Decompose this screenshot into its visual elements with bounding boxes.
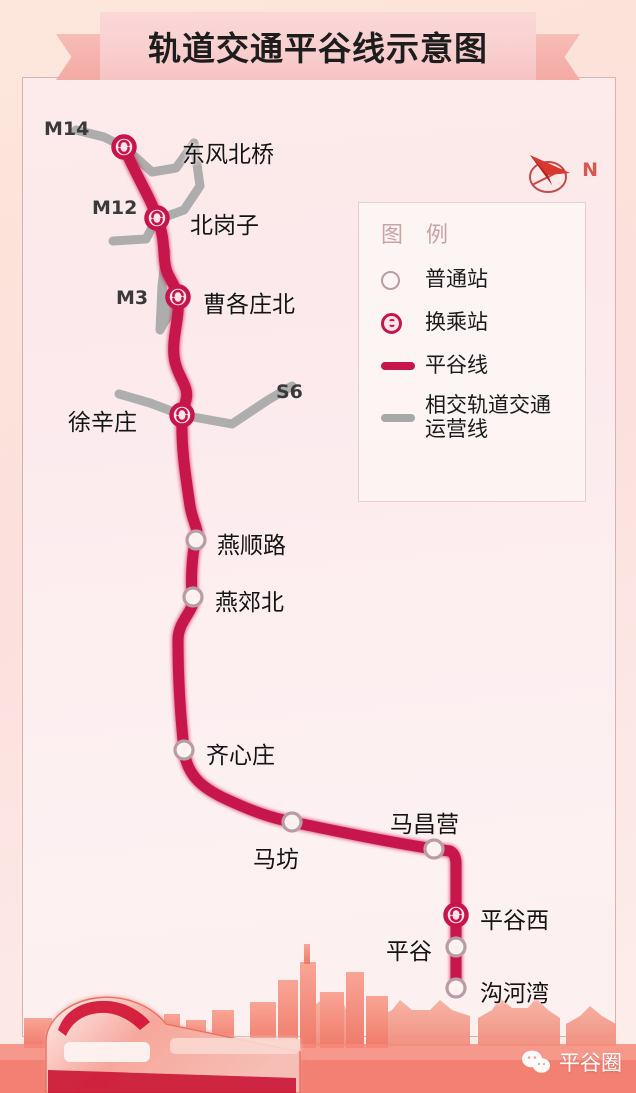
station-marker[interactable] bbox=[445, 936, 467, 958]
interchange-line-code: S6 bbox=[276, 381, 303, 403]
station-label: 曹各庄北 bbox=[203, 292, 295, 318]
station-marker[interactable] bbox=[144, 205, 170, 231]
page-title: 轨道交通平谷线示意图 bbox=[148, 29, 488, 68]
station-label: 平谷 bbox=[386, 939, 432, 965]
interchange-line-code: M14 bbox=[44, 118, 90, 140]
pinggu-line-swatch bbox=[381, 362, 425, 370]
legend-label-pinggu-line: 平谷线 bbox=[425, 353, 488, 378]
station-label: 马坊 bbox=[253, 847, 299, 873]
line-m14-south-path bbox=[157, 138, 205, 223]
compass-north-arrow-icon bbox=[529, 155, 570, 193]
station-marker[interactable] bbox=[445, 977, 467, 999]
legend-label-transfer-station: 换乘站 bbox=[425, 310, 488, 335]
line-s6-path bbox=[114, 381, 297, 429]
banner-body: 轨道交通平谷线示意图 bbox=[100, 12, 536, 80]
station-label: 齐心庄 bbox=[206, 743, 275, 769]
legend-item-transfer-station: 换乘站 bbox=[381, 308, 585, 338]
station-label: 燕顺路 bbox=[217, 533, 286, 559]
station-marker[interactable] bbox=[443, 902, 469, 928]
compass-north-label: N bbox=[582, 159, 598, 181]
train-illustration bbox=[45, 996, 301, 1093]
legend-heading: 图 例 bbox=[381, 223, 456, 248]
station-label: 马昌营 bbox=[390, 812, 459, 838]
legend-label-plain-station: 普通站 bbox=[425, 267, 488, 292]
legend-item-intersecting-line: 相交轨道交通 运营线 bbox=[381, 393, 585, 441]
station-label: 平谷西 bbox=[480, 908, 549, 934]
watermark: 平谷圈 bbox=[521, 1047, 622, 1077]
legend-box: 图 例 普通站 换乘站 平谷线 相交轨道交通 运营线 bbox=[358, 202, 586, 502]
station-label: 燕郊北 bbox=[215, 590, 284, 616]
legend-item-pinggu-line: 平谷线 bbox=[381, 351, 585, 381]
station-marker[interactable] bbox=[185, 529, 207, 551]
compass-rose: N bbox=[518, 143, 598, 199]
station-label: 沟河湾 bbox=[480, 981, 549, 1007]
station-marker[interactable] bbox=[111, 134, 137, 160]
station-label: 北岗子 bbox=[190, 213, 259, 239]
legend-item-plain-station: 普通站 bbox=[381, 265, 585, 295]
intersecting-lines-group bbox=[71, 125, 297, 429]
station-marker[interactable] bbox=[423, 838, 445, 860]
station-label: 东风北桥 bbox=[182, 142, 274, 168]
station-marker[interactable] bbox=[165, 284, 191, 310]
transfer-station-circle-icon bbox=[381, 312, 425, 334]
station-marker[interactable] bbox=[281, 811, 303, 833]
station-marker[interactable] bbox=[169, 402, 195, 428]
watermark-text: 平谷圈 bbox=[559, 1051, 622, 1075]
title-banner: 轨道交通平谷线示意图 bbox=[56, 12, 580, 82]
station-label: 徐辛庄 bbox=[68, 410, 137, 436]
line-m14-path bbox=[71, 125, 199, 177]
plain-station-circle-icon bbox=[381, 270, 425, 290]
legend-label-intersecting-line: 相交轨道交通 运营线 bbox=[425, 393, 551, 441]
interchange-line-code: M12 bbox=[92, 197, 138, 219]
station-marker[interactable] bbox=[173, 739, 195, 761]
interchange-line-code: M3 bbox=[116, 287, 149, 309]
station-markers-group bbox=[111, 134, 469, 999]
station-marker[interactable] bbox=[182, 586, 204, 608]
wechat-icon bbox=[522, 1050, 550, 1073]
intersecting-line-swatch bbox=[381, 413, 425, 422]
